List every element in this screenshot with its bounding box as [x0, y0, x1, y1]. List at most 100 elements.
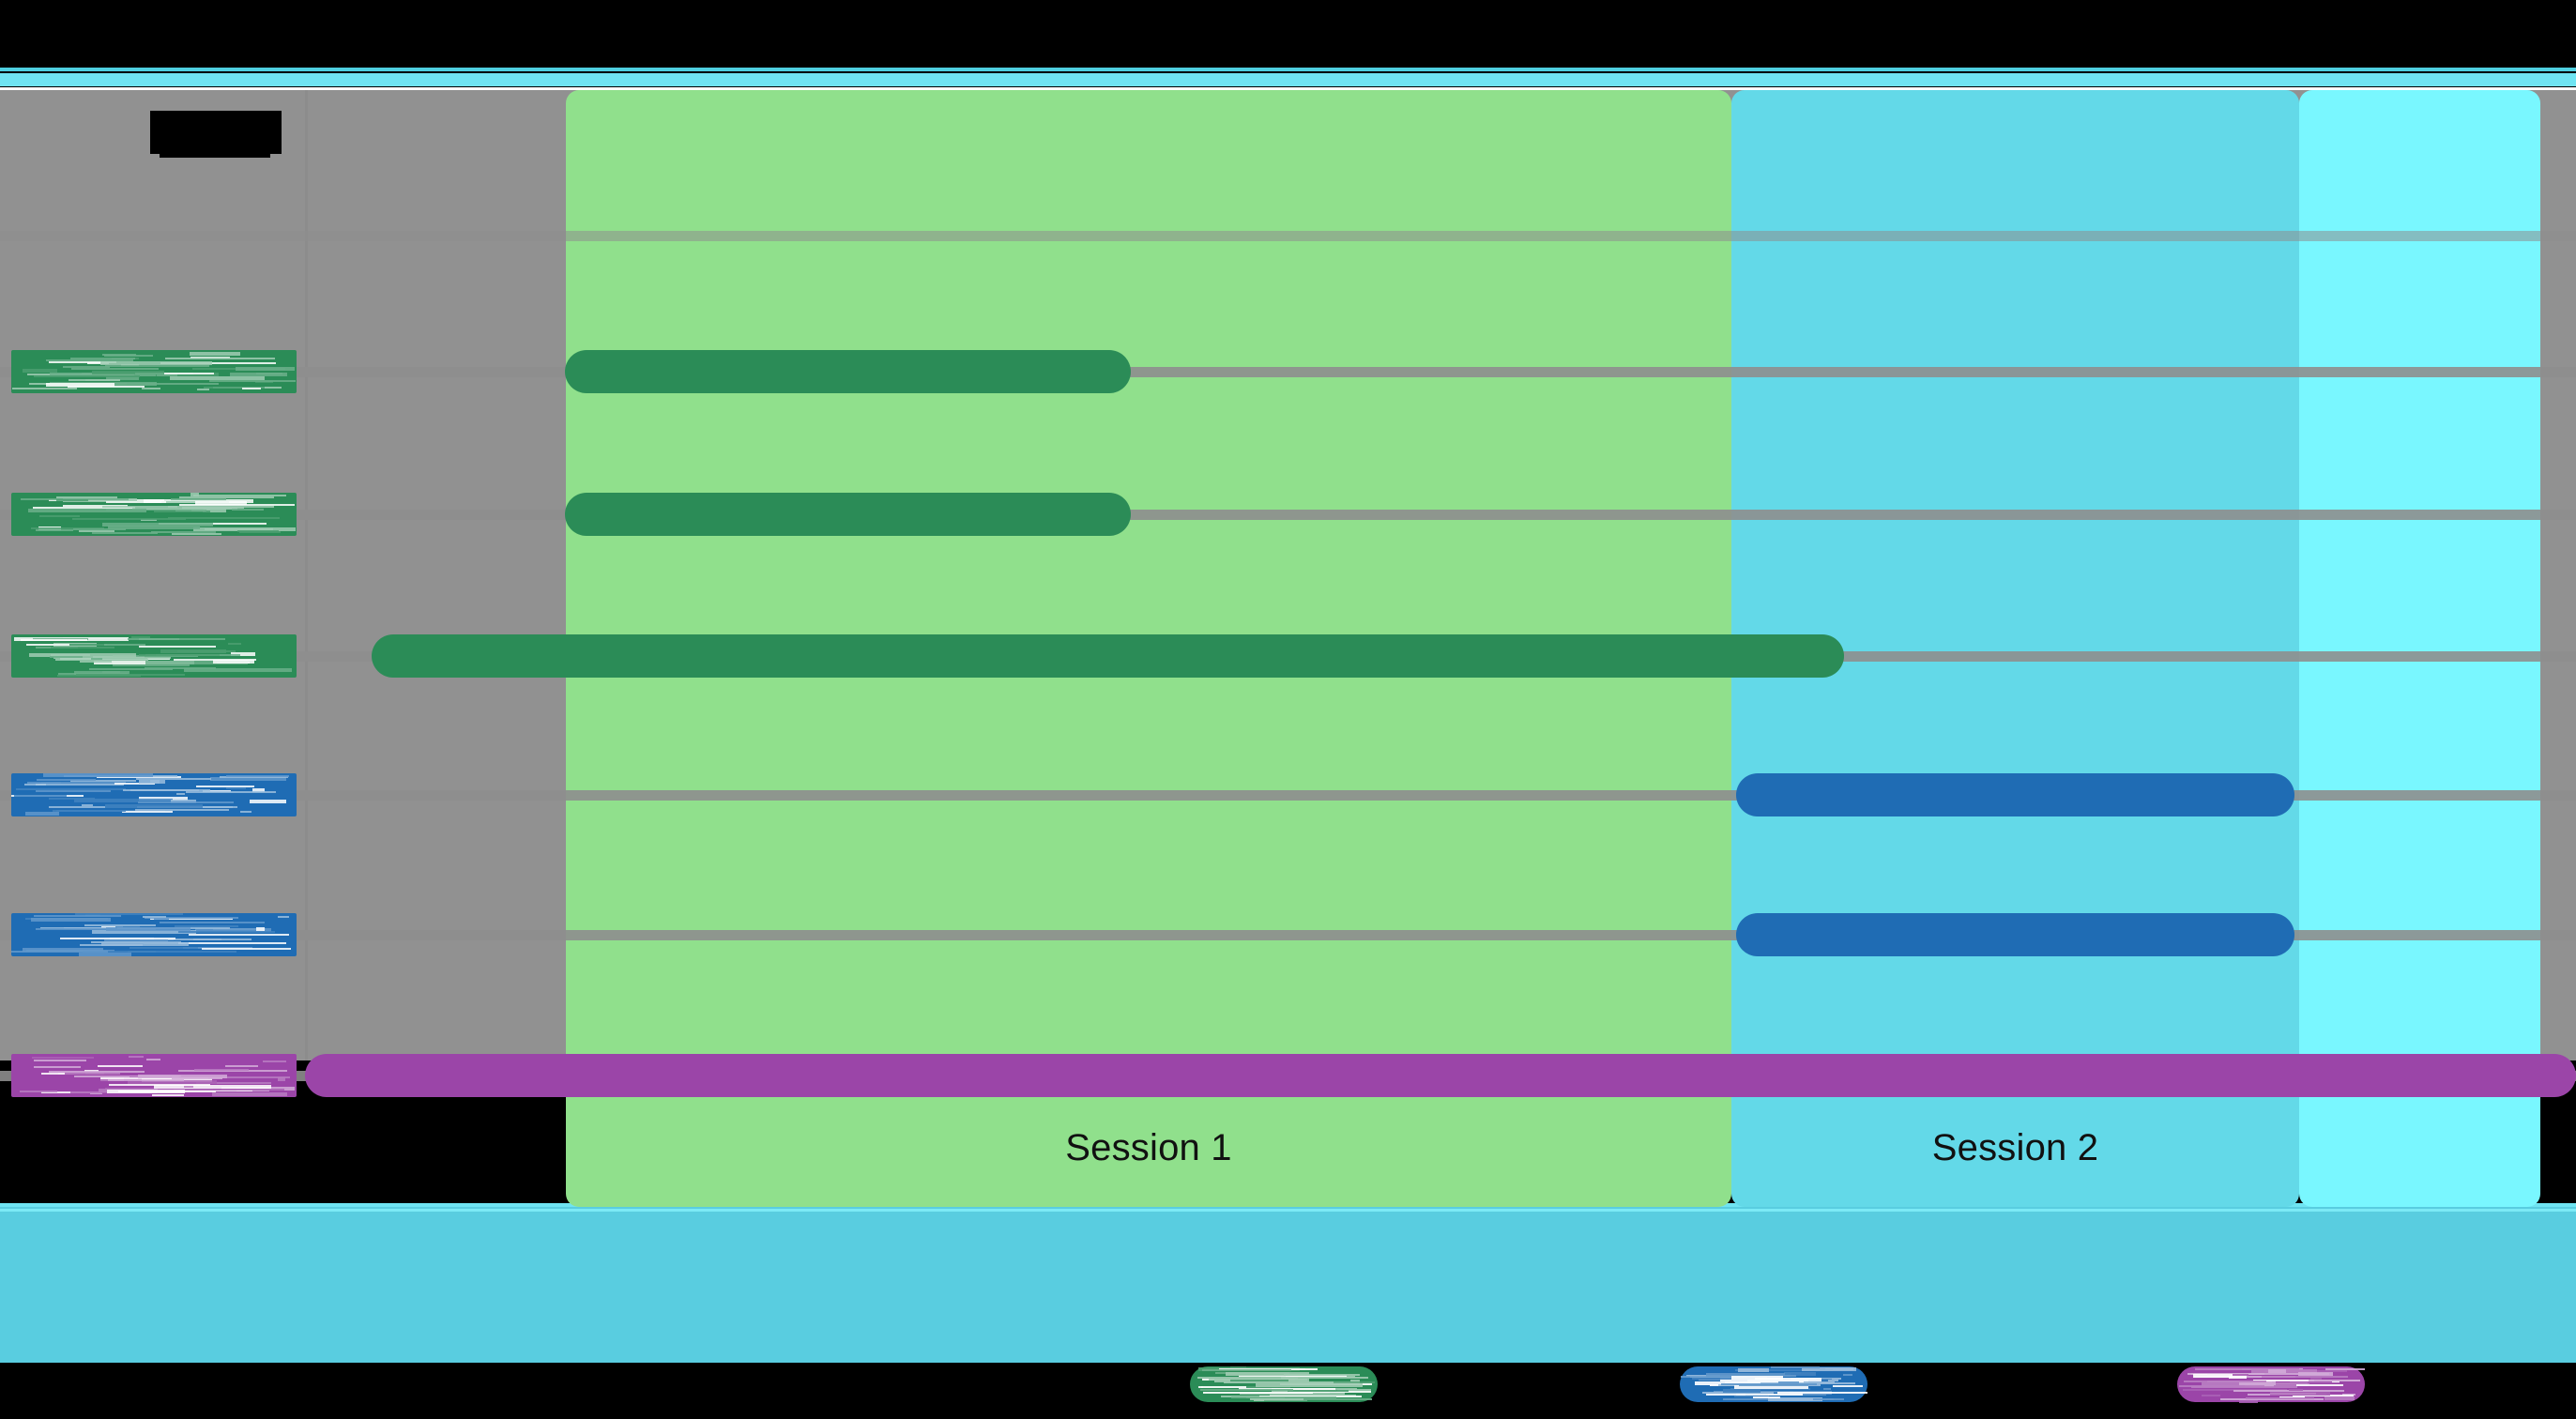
glitch-streak — [196, 1081, 272, 1084]
glitch-streak — [2229, 1374, 2248, 1379]
glitch-streak — [135, 777, 211, 780]
glitch-streak — [88, 667, 173, 670]
glitch-streak — [103, 355, 153, 358]
glitch-streak — [236, 367, 295, 372]
glitch-streak — [39, 644, 108, 647]
glitch-streak — [130, 635, 150, 638]
glitch-streak — [2233, 1390, 2344, 1393]
glitch-streak — [45, 359, 133, 362]
glitch-streak — [20, 638, 87, 641]
glitch-streak — [153, 1084, 271, 1089]
glitch-streak — [78, 530, 114, 533]
glitch-streak — [150, 918, 233, 921]
glitch-streak — [229, 373, 287, 377]
legend-item-green[interactable] — [1190, 1366, 1547, 1404]
glitch-streak — [102, 523, 214, 527]
glitch-streak — [34, 375, 141, 378]
glitch-streak — [103, 643, 145, 646]
glitch-streak — [134, 373, 214, 375]
task-row-5-bar[interactable] — [1736, 913, 2294, 956]
glitch-streak — [144, 917, 238, 920]
glitch-streak — [72, 527, 126, 530]
glitch-streak — [49, 655, 83, 658]
glitch-streak — [189, 352, 241, 357]
glitch-streak — [232, 509, 265, 511]
top-rule-2 — [0, 73, 2576, 86]
glitch-streak — [176, 793, 185, 796]
glitch-streak — [228, 643, 241, 646]
glitch-streak — [33, 1059, 86, 1061]
glitch-streak — [49, 805, 105, 808]
glitch-streak — [114, 783, 156, 786]
legend-item-magenta[interactable] — [2177, 1366, 2534, 1404]
glitch-streak — [73, 798, 173, 802]
glitch-streak — [2201, 1395, 2220, 1397]
glitch-streak — [84, 1070, 99, 1073]
glitch-streak — [1736, 1393, 1746, 1396]
glitch-streak — [137, 1075, 227, 1079]
glitch-streak — [141, 388, 160, 390]
glitch-streak — [2268, 1368, 2287, 1373]
legend-item-blue[interactable] — [1680, 1366, 2036, 1404]
glitch-streak — [1737, 1367, 1770, 1372]
task-row-1-bar[interactable] — [565, 350, 1131, 393]
glitch-streak — [2184, 1380, 2266, 1382]
glitch-streak — [1230, 1396, 1336, 1399]
glitch-streak — [1720, 1382, 1818, 1385]
glitch-streak — [138, 801, 235, 803]
glitch-streak — [130, 788, 200, 791]
glitch-streak — [20, 498, 130, 501]
glitch-streak — [171, 532, 222, 535]
glitch-streak — [160, 501, 229, 504]
glitch-streak — [56, 674, 142, 677]
glitch-streak — [91, 371, 164, 375]
task-row-4-bar[interactable] — [1736, 773, 2294, 816]
glitch-streak — [219, 776, 289, 779]
glitch-streak — [109, 937, 175, 939]
glitch-streak — [69, 780, 136, 783]
glitch-streak — [2246, 1397, 2315, 1400]
glitch-streak — [262, 1060, 287, 1063]
glitch-streak — [69, 379, 121, 382]
glitch-streak — [225, 787, 247, 790]
glitch-streak — [53, 656, 171, 659]
glitch-streak — [1691, 1378, 1755, 1381]
glitch-streak — [183, 946, 252, 949]
task-row-6-bar[interactable] — [305, 1054, 2576, 1097]
glitch-streak — [139, 796, 189, 801]
session-band-label: Session 2 — [1931, 1127, 2099, 1168]
glitch-streak — [1223, 1381, 1334, 1383]
glitch-streak — [1283, 1374, 1361, 1377]
task-label-5 — [11, 913, 297, 956]
glitch-streak — [1280, 1376, 1368, 1379]
glitch-streak — [1705, 1394, 1804, 1396]
glitch-streak — [49, 360, 116, 363]
glitch-streak — [11, 387, 77, 389]
gutter-seam — [305, 90, 308, 1060]
glitch-streak — [37, 778, 96, 781]
task-row-3-bar[interactable] — [372, 634, 1844, 678]
glitch-streak — [63, 504, 128, 507]
glitch-streak — [138, 780, 165, 784]
glitch-streak — [55, 499, 89, 502]
glitch-streak — [145, 1059, 160, 1061]
glitch-streak — [71, 368, 159, 371]
glitch-streak — [191, 493, 200, 497]
glitch-streak — [25, 812, 60, 816]
legend — [0, 1363, 2576, 1419]
gridline-1 — [0, 231, 2576, 241]
top-rule-1 — [0, 68, 2576, 71]
glitch-streak — [27, 781, 126, 784]
glitch-streak — [241, 388, 261, 390]
task-row-2-bar[interactable] — [565, 493, 1131, 536]
glitch-streak — [250, 799, 287, 803]
glitch-streak — [105, 501, 167, 503]
glitch-streak — [255, 927, 266, 932]
glitch-streak — [2261, 1375, 2348, 1378]
glitch-streak — [1777, 1392, 1867, 1395]
glitch-streak — [2238, 1381, 2277, 1385]
glitch-streak — [73, 1075, 182, 1077]
glitch-streak — [177, 1070, 287, 1073]
glitch-streak — [1752, 1396, 1780, 1398]
glitch-streak — [127, 950, 236, 953]
